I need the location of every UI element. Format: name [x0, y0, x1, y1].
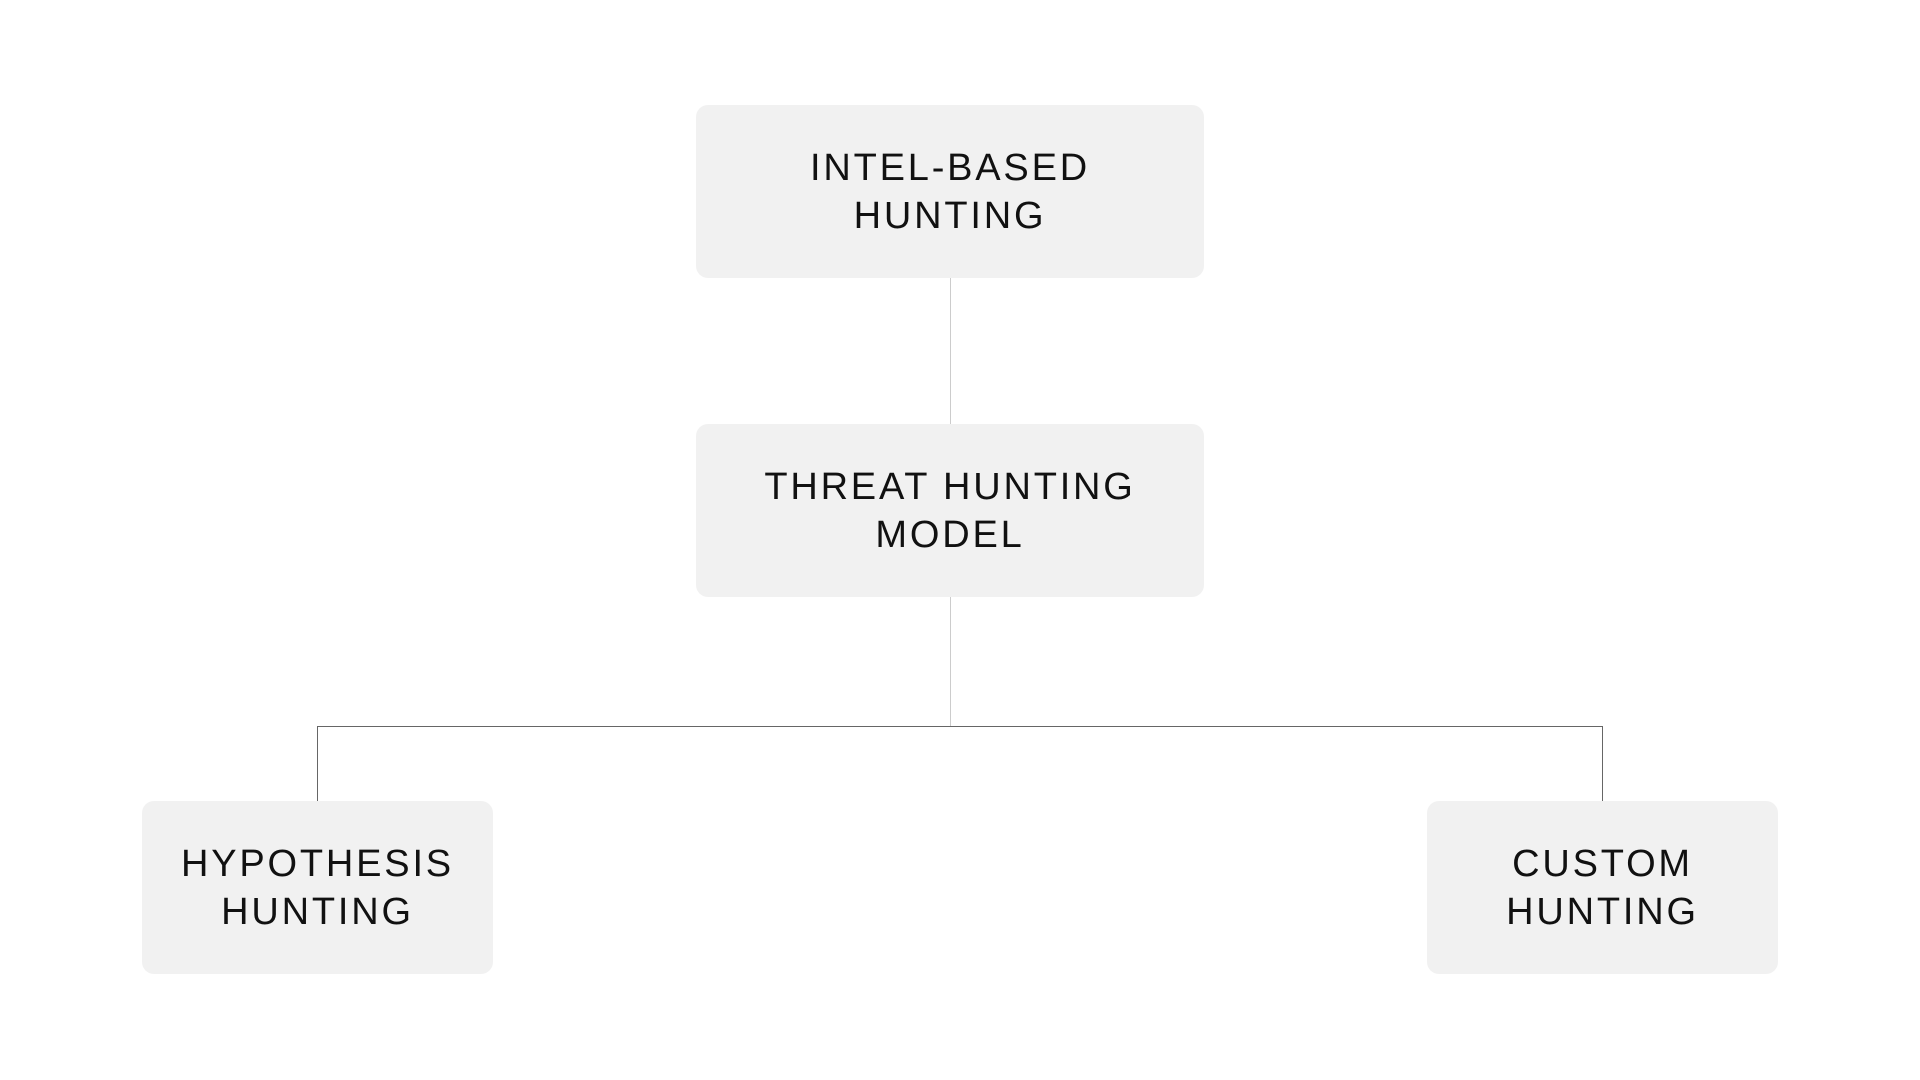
node-custom-hunting[interactable]: CUSTOM HUNTING — [1427, 801, 1778, 974]
node-label-line1: INTEL-BASED — [810, 146, 1090, 189]
connector-intel-to-model — [950, 278, 951, 424]
node-label-line2: MODEL — [875, 513, 1025, 556]
node-label-line1: CUSTOM — [1512, 842, 1693, 885]
node-hypothesis-hunting[interactable]: HYPOTHESIS HUNTING — [142, 801, 493, 974]
node-label-line2: HUNTING — [221, 890, 414, 933]
node-threat-hunting-model[interactable]: THREAT HUNTING MODEL — [696, 424, 1204, 597]
connector-branch-bar — [317, 726, 1603, 727]
node-label-line1: THREAT HUNTING — [764, 465, 1136, 508]
node-label-line1: HYPOTHESIS — [181, 842, 454, 885]
connector-model-to-branch — [950, 597, 951, 727]
connector-branch-to-custom — [1602, 726, 1603, 801]
node-label-line2: HUNTING — [1506, 890, 1699, 933]
node-intel-based-hunting[interactable]: INTEL-BASED HUNTING — [696, 105, 1204, 278]
node-label-line2: HUNTING — [853, 194, 1047, 237]
connector-branch-to-hypothesis — [317, 726, 318, 801]
